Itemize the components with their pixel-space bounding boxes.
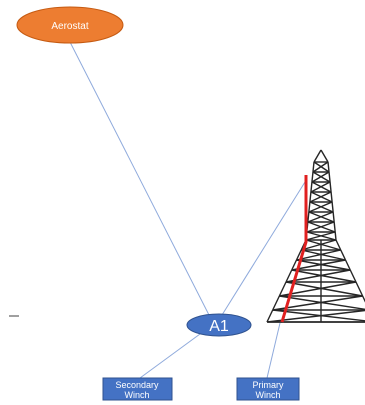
tower-leg-left [308,201,311,213]
tower-brace [306,221,335,233]
tower-leg-right [340,249,347,261]
tether-line [280,175,308,323]
tower-leg-left [312,161,315,173]
tower-brace [279,281,357,297]
tower-leg-right [355,281,364,297]
tower-leg-right [329,181,332,193]
connector-aerostat-a1 [69,41,210,316]
tower-leg-right [335,239,342,251]
tower-leg-left [307,211,310,223]
a1-ellipse [186,313,252,337]
lattice-tower [266,149,365,323]
tower-brace [310,181,331,193]
tower-leg-left [310,181,313,193]
tower-leg-right [328,171,331,183]
tower-brace [305,231,336,241]
tower-brace [307,211,334,223]
connector-a1-secondary-winch [139,333,201,379]
tower-apex-left [313,149,322,163]
tower-brace [296,249,341,261]
secondary-winch-box [102,377,173,401]
connectors [69,41,306,379]
tower-leg-right [327,161,330,173]
tower-leg-left [278,281,287,297]
tower-leg-right [349,269,357,283]
tower-leg-right [330,191,333,203]
tower-leg-right [334,231,337,241]
tower-brace [309,191,332,203]
tower-brace [279,295,365,311]
tower-leg-left [309,191,312,203]
a1-node: A1 [186,313,252,337]
tower-brace [301,249,346,261]
tower-brace [291,269,357,283]
tower-leg-right [333,221,336,233]
aerostat-label: Aerostat [51,21,88,32]
secondary-winch-label-line2: Winch [124,390,149,400]
tower-leg-right [331,201,334,213]
tower-brace [285,281,363,297]
tower-leg-left [291,259,298,271]
tower-brace [311,171,330,183]
tower-brace [312,161,329,173]
tower-brace [291,259,346,271]
connector-a1-tower [221,181,306,316]
tower-leg-left [272,295,280,311]
primary-winch-label-line1: Primary [253,380,284,390]
primary-winch-label-line2: Winch [255,390,280,400]
secondary-winch-label-line1: Secondary [115,380,159,390]
a1-label: A1 [209,318,229,335]
primary-winch-box [236,377,300,401]
tower-brace [301,239,337,251]
tower-leg-left [285,269,293,283]
tower-leg-left [266,309,274,323]
aerostat-ellipse [16,6,124,44]
tower-leg-right [332,211,335,223]
tower-brace [296,259,351,271]
tower-leg-left [311,171,314,183]
tower-leg-right [362,295,365,303]
tower-apex-right [320,149,329,163]
tower-brace [285,269,351,283]
tower-leg-left [295,249,302,261]
aerostat-node: Aerostat [16,6,124,44]
tower-brace [305,239,341,251]
tower-leg-right [344,259,351,271]
primary-winch-node: Primary Winch [236,377,300,401]
tower-brace [308,201,333,213]
connector-tower-primary-winch [266,322,281,379]
secondary-winch-node: Secondary Winch [102,377,173,401]
